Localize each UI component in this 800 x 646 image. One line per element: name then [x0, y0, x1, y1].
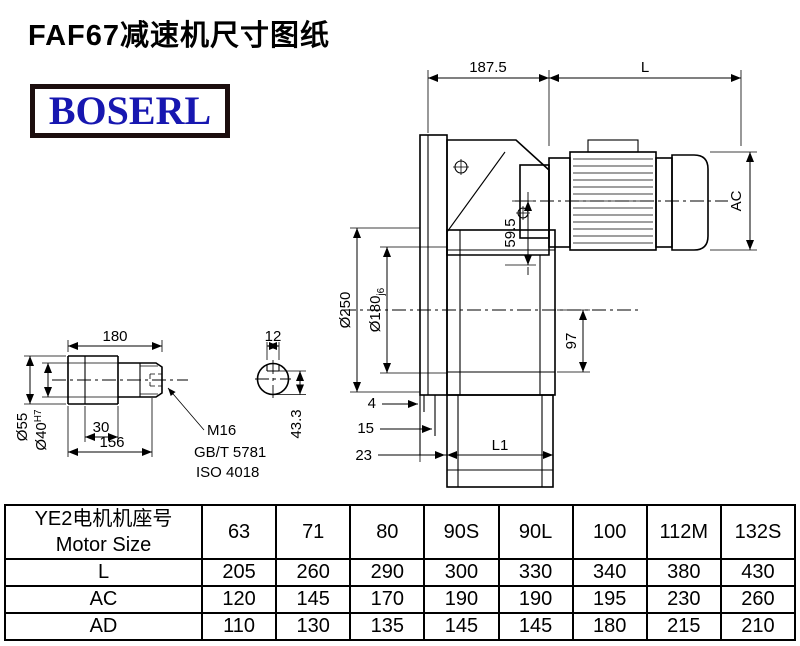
- shaft-detail: 180 Ø55 Ø40H7 30 156 M16 GB/T 5781 ISO 4…: [14, 328, 266, 481]
- page-title: FAF67减速机尺寸图纸: [28, 20, 331, 52]
- fan-cover: [671, 154, 709, 251]
- cell-ac-2: 170: [349, 585, 426, 614]
- cell-ad-4: 145: [497, 612, 574, 641]
- dim-pilot-dia-label: Ø180j6: [367, 287, 387, 332]
- size-col-header-90l: 90L: [497, 504, 574, 560]
- dim-dia40-label: Ø40H7: [33, 409, 50, 451]
- brand-logo: BOSERL: [30, 84, 230, 138]
- dim-step2-label: 15: [357, 420, 374, 437]
- cell-ad-2: 135: [349, 612, 426, 641]
- size-col-header-71: 71: [275, 504, 352, 560]
- dim-total-width-label: 187.5: [469, 59, 507, 76]
- dimensions-vertical: 59.5 97: [502, 200, 590, 373]
- cell-ac-1: 145: [275, 585, 352, 614]
- motor-size-header-cn: YE2电机机座号: [34, 508, 173, 530]
- cell-l-1: 260: [275, 558, 352, 587]
- row-label-l: L: [4, 558, 203, 587]
- cell-ad-1: 130: [275, 612, 352, 641]
- cell-l-4: 330: [497, 558, 574, 587]
- cell-ad-6: 215: [645, 612, 722, 641]
- cell-ac-3: 190: [423, 585, 500, 614]
- dim-156-label: 156: [99, 434, 124, 451]
- motor-size-header-en: Motor Size: [55, 534, 152, 556]
- dim-step1-label: 4: [368, 395, 376, 412]
- cell-ad-5: 180: [571, 612, 648, 641]
- cell-l-6: 380: [645, 558, 722, 587]
- size-col-header-132s: 132S: [719, 504, 797, 560]
- dim-flange-od-label: Ø250: [337, 292, 354, 329]
- cell-l-5: 340: [571, 558, 648, 587]
- dim-dia55-label: Ø55: [14, 413, 31, 441]
- row-label-ac: AC: [4, 585, 203, 614]
- standard-iso-label: ISO 4018: [196, 464, 259, 481]
- dim-offset-label: 59.5: [502, 218, 519, 247]
- dimensions-flange: Ø250 Ø180j6: [337, 227, 447, 393]
- dimensions-top: 187.5 L: [427, 59, 742, 146]
- cell-l-0: 205: [200, 558, 278, 587]
- gearbox-outline: [419, 134, 556, 488]
- dim-key-width-label: 12: [265, 328, 282, 345]
- dim-key-height-label: 43.3: [288, 409, 305, 438]
- table-row-ad: AD 110 130 135 145 145 180 215 210: [4, 612, 797, 641]
- brand-text: BOSERL: [48, 88, 212, 133]
- centerlines: [52, 192, 728, 398]
- size-col-header-100: 100: [571, 504, 648, 560]
- cell-ac-7: 260: [719, 585, 797, 614]
- cell-ac-4: 190: [497, 585, 574, 614]
- cell-ac-5: 195: [571, 585, 648, 614]
- dim-97-label: 97: [563, 333, 580, 350]
- cell-ad-0: 110: [200, 612, 278, 641]
- size-col-header-112m: 112M: [645, 504, 722, 560]
- size-col-header-63: 63: [200, 504, 278, 560]
- thread-label: M16: [207, 422, 236, 439]
- cell-l-2: 290: [349, 558, 426, 587]
- table-row-l: L 205 260 290 300 330 340 380 430: [4, 558, 797, 587]
- standard-gbt-label: GB/T 5781: [194, 444, 266, 461]
- motor-outline: [519, 139, 709, 251]
- dim-motor-length-label: L: [641, 59, 649, 76]
- size-col-header-90s: 90S: [423, 504, 500, 560]
- row-label-ad: AD: [4, 612, 203, 641]
- dimension-ac: AC: [710, 151, 757, 251]
- table-header-row: YE2电机机座号 Motor Size 63 71 80 90S 90L 100…: [4, 504, 797, 560]
- cell-ad-7: 210: [719, 612, 797, 641]
- dim-ac-label: AC: [728, 190, 745, 211]
- motor-size-header: YE2电机机座号 Motor Size: [4, 504, 203, 560]
- dim-l1-label: L1: [492, 437, 509, 454]
- dimensions-bottom: 4 15 23 L1: [355, 395, 553, 464]
- cell-l-3: 300: [423, 558, 500, 587]
- dimension-table: YE2电机机座号 Motor Size 63 71 80 90S 90L 100…: [4, 504, 797, 641]
- terminal-box: [587, 139, 639, 153]
- table-row-ac: AC 120 145 170 190 190 195 230 260: [4, 585, 797, 614]
- cell-ac-0: 120: [200, 585, 278, 614]
- key-section: 12 43.3: [256, 328, 306, 439]
- size-col-header-80: 80: [349, 504, 426, 560]
- dim-30-label: 30: [93, 419, 110, 436]
- motor-cooling-fins: [573, 158, 653, 244]
- cell-l-7: 430: [719, 558, 797, 587]
- cell-ad-3: 145: [423, 612, 500, 641]
- cell-ac-6: 230: [645, 585, 722, 614]
- technical-drawing: 187.5 L AC Ø250 Ø180j6 59.5 97: [14, 59, 757, 488]
- dim-step3-label: 23: [355, 447, 372, 464]
- dim-shaft-length-label: 180: [102, 328, 127, 345]
